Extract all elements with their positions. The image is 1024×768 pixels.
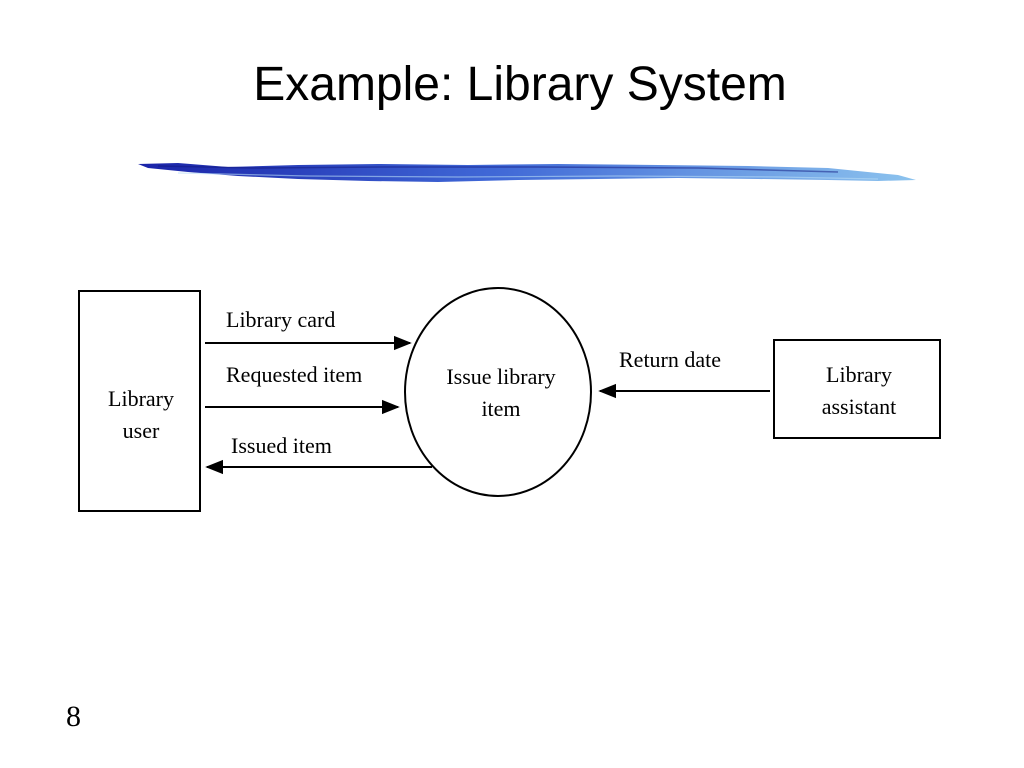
slide-title: Example: Library System	[253, 58, 787, 111]
flow-requested-item-label: Requested item	[226, 362, 362, 387]
slide-number: 8	[66, 700, 81, 733]
flow-library-card-label: Library card	[226, 307, 335, 332]
library-user-label-line-2: user	[123, 418, 160, 443]
flow-issued-item-label: Issued item	[231, 433, 332, 458]
library-user-entity: Library user	[78, 290, 201, 512]
flow-requested-item: Requested item	[205, 362, 400, 415]
library-user-label-line-1: Library	[108, 386, 174, 411]
flow-library-card: Library card	[205, 307, 412, 351]
process-label-line-2: item	[481, 396, 520, 421]
library-assistant-label-line-2: assistant	[822, 394, 897, 419]
flow-return-date: Return date	[598, 347, 770, 399]
library-assistant-entity: Library assistant	[773, 339, 941, 439]
process-label-line-1: Issue library	[446, 364, 555, 389]
flow-issued-item: Issued item	[205, 433, 432, 475]
library-assistant-label-line-1: Library	[826, 362, 892, 387]
brush-stroke-divider	[138, 163, 916, 182]
issue-library-item-process: Issue library item	[404, 287, 592, 497]
flow-return-date-label: Return date	[619, 347, 721, 372]
